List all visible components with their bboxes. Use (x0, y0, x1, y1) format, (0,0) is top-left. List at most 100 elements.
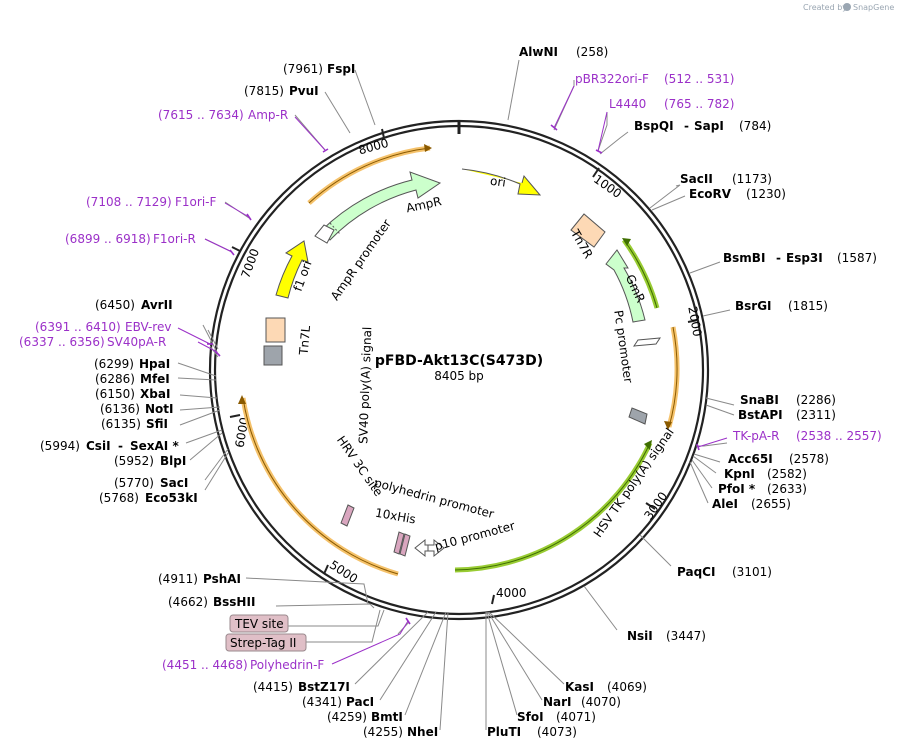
site-label: CsiI (86, 439, 111, 453)
primer-leaders (177, 85, 728, 665)
p10-label: p10 promoter (433, 519, 516, 554)
hrv-site-marker (340, 504, 355, 527)
snapgene-logo-icon (843, 3, 851, 11)
ampr-arrow (321, 171, 442, 241)
primer-position: (765 .. 782) (664, 97, 734, 111)
site-label: BstAPI (738, 408, 783, 422)
strep-tag-box (225, 633, 307, 652)
tev-site-label: TEV site (234, 617, 284, 631)
tn7r-feature (570, 213, 606, 248)
his-tag-marker (393, 531, 405, 555)
site-label: PfoI * (718, 482, 756, 496)
ori-label: ori (489, 174, 506, 190)
site-label: EcoRV (689, 187, 732, 201)
site-label: NheI (407, 725, 438, 739)
site-position: (2578) (789, 452, 829, 466)
site-label: XbaI (140, 387, 170, 401)
p10-promoter-arrow (427, 538, 445, 558)
site-label: BmtI (371, 710, 403, 724)
leader-lines (177, 59, 735, 731)
site-position: (6150) (95, 387, 135, 401)
site-label: AlwNI (519, 45, 558, 59)
site-label: BssHII (213, 595, 255, 609)
his-label: 10xHis (374, 506, 417, 527)
arc-arrow-icon (424, 144, 432, 152)
site-position: (7815) (244, 84, 284, 98)
ampr-promoter-arrow (314, 224, 335, 244)
ampr-label: AmpR (405, 194, 443, 215)
site-position: (3447) (666, 629, 706, 643)
site-position: (1815) (788, 299, 828, 313)
tick-4000: 4000 (496, 586, 527, 600)
site-label: HpaI (139, 357, 170, 371)
site-label: Acc65I (728, 452, 773, 466)
site-label: SfiI (146, 417, 168, 431)
site-position: (5768) (99, 491, 139, 505)
site-position: (4911) (158, 572, 198, 586)
pc-promoter-marker (633, 337, 661, 347)
site-position: (5952) (114, 454, 154, 468)
arc-arrow-icon (238, 395, 246, 404)
site-label: Eco53kI (145, 491, 198, 505)
site-label: AleI (712, 497, 738, 511)
site-position: (1587) (837, 251, 877, 265)
hsv-label: HSV TK poly(A) signal (591, 425, 677, 539)
site-position: (4255) (363, 725, 403, 739)
f1-ori-arrow (275, 240, 309, 299)
primer-position: (4451 .. 4468) (162, 658, 248, 672)
site-position: (1230) (746, 187, 786, 201)
primer-position: (6337 .. 6356) (19, 335, 105, 349)
site-position: (2311) (796, 408, 836, 422)
site-position: (6286) (95, 372, 135, 386)
site-position: (7961) (283, 62, 323, 76)
site-label: SapI (694, 119, 724, 133)
site-labels-bottom: KasI (4069) NarI (4070) SfoI (4071) PluT… (253, 680, 647, 739)
site-label: PluTI (487, 725, 521, 739)
site-label: BstZ17I (298, 680, 350, 694)
site-label: BsmBI (723, 251, 765, 265)
arc-arrow-icon (664, 421, 672, 430)
pc-promoter-label: Pc promoter (611, 309, 635, 384)
site-label: NsiI (627, 629, 653, 643)
primer-position: (7108 .. 7129) (86, 195, 172, 209)
site-label: SexAI * (130, 439, 179, 453)
site-position: (4071) (556, 710, 596, 724)
tick-2000: 2000 (685, 305, 704, 338)
site-position: (5994) (40, 439, 80, 453)
site-position: (4073) (537, 725, 577, 739)
site-position: (5770) (114, 476, 154, 490)
primer-label: F1ori-R (153, 232, 196, 246)
site-position: (4069) (607, 680, 647, 694)
primer-label: F1ori-F (175, 195, 216, 209)
site-position: (3101) (732, 565, 772, 579)
sv40-terminator (263, 345, 283, 366)
site-position: (6450) (95, 298, 135, 312)
site-position: (2582) (767, 467, 807, 481)
tick-3000: 3000 (641, 489, 670, 522)
boxed-labels: TEV site Strep-Tag II (225, 614, 307, 652)
site-label: BspQI (634, 119, 674, 133)
arc-arrow-icon (644, 440, 652, 450)
site-position: (1173) (732, 172, 772, 186)
site-label: NarI (543, 695, 572, 709)
primer-position: (6391 .. 6410) (35, 320, 121, 334)
site-label: PaqCI (677, 565, 715, 579)
backbone (208, 119, 710, 621)
primer-label: Amp-R (248, 108, 288, 122)
tev-site-box (229, 614, 289, 633)
primer-labels: pBR322ori-F (512 .. 531) L4440 (765 .. 7… (19, 72, 882, 672)
site-position: (6299) (94, 357, 134, 371)
sv40-label: SV40 poly(A) signal (356, 326, 374, 444)
site-separator: - (684, 119, 689, 133)
arc-arrow-icon (622, 238, 631, 246)
site-position: (2655) (751, 497, 791, 511)
site-label: AvrII (141, 298, 173, 312)
site-label: PshAI (203, 572, 241, 586)
hsv-terminator (628, 407, 648, 425)
primer-label: EBV-rev (125, 320, 171, 334)
primer-position: (6899 .. 6918) (65, 232, 151, 246)
tick-5000: 5000 (327, 558, 360, 586)
site-separator: - (118, 439, 123, 453)
primer-position: (7615 .. 7634) (158, 108, 244, 122)
site-label: KpnI (724, 467, 755, 481)
